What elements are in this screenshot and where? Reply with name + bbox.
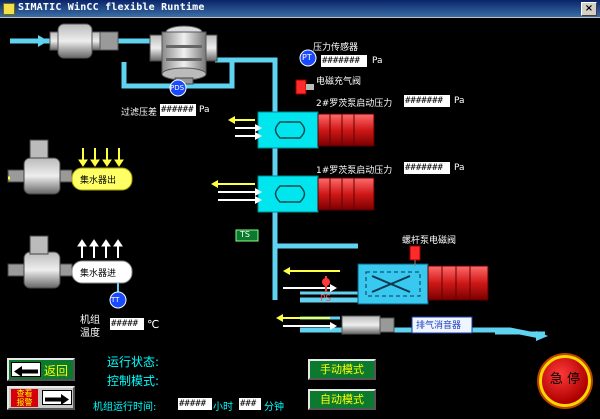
ps-sensor <box>322 276 330 292</box>
pressure-unit: Pa <box>372 56 383 66</box>
alarm-label-1: 查看 <box>16 389 33 398</box>
inlet-pump <box>7 235 73 289</box>
hours-unit: 小时 <box>213 402 233 413</box>
pump1-flow-arrows <box>211 180 262 204</box>
tt-sensor <box>109 291 127 309</box>
runtime-label: 机组运行时间: <box>93 402 157 413</box>
alarm-badge: 查看 报警 <box>11 389 38 407</box>
auto-mode-button[interactable]: 自动模式 <box>308 389 376 410</box>
view-alarm-button[interactable]: 查看 报警 <box>7 386 75 410</box>
roots-pump-1 <box>257 175 375 213</box>
unit-temp-field: ##### <box>110 318 144 330</box>
exhaust-silencer-label: 排气消音器 <box>416 321 462 331</box>
window-title: SIMATIC WinCC flexible Runtime <box>18 2 205 13</box>
outlet-arrow <box>536 331 548 341</box>
pds-sensor <box>169 79 187 97</box>
outlet-pump <box>7 139 73 195</box>
pump2-flow-arrows <box>228 116 262 140</box>
pump2-pressure-label: 2#罗茨泵启动压力 <box>316 99 393 109</box>
outlet-arrows <box>78 148 124 167</box>
runtime-hours-field: ##### <box>178 398 212 410</box>
pds-tag: PDS <box>170 84 185 92</box>
control-mode-label: 控制模式: <box>107 374 160 388</box>
inlet-arrows <box>77 239 123 258</box>
emergency-stop-button[interactable]: 急 停 <box>539 355 591 407</box>
screw-flow-arrows <box>276 267 340 330</box>
exhaust-silencer <box>411 316 473 334</box>
solenoid-air-valve <box>295 79 314 95</box>
pump2-pressure-field: ####### <box>404 95 450 107</box>
inlet-collector-label: 集水器进 <box>80 269 117 279</box>
screw-valve-label: 螺杆泵电磁阀 <box>402 236 457 246</box>
app-icon <box>3 3 15 15</box>
alarm-label-2: 报警 <box>16 398 33 407</box>
roots-pump-2 <box>257 111 375 149</box>
run-state-label: 运行状态: <box>107 355 160 369</box>
outlet-collector-label: 集水器出 <box>80 176 117 186</box>
back-label: 返回 <box>44 364 69 378</box>
pt-tag: PT <box>302 53 312 62</box>
pump1-pressure-label: 1#罗茨泵启动压力 <box>316 166 393 176</box>
back-arrow-icon <box>11 362 41 377</box>
ps-tag: PS <box>320 294 332 304</box>
pump1-pressure-unit: Pa <box>454 163 465 173</box>
top-pipe <box>215 57 278 300</box>
back-button[interactable]: 返回 <box>7 358 75 381</box>
filter-dp-label: 过滤压差 <box>121 108 158 118</box>
pressure-sensor-label: 压力传感器 <box>313 43 359 53</box>
unit-temp-unit: ℃ <box>147 318 160 331</box>
inlet-collector <box>71 260 133 284</box>
manual-mode-button[interactable]: 手动模式 <box>308 359 376 380</box>
ts-tag: TS <box>240 230 250 239</box>
outlet-collector <box>8 167 133 191</box>
minutes-unit: 分钟 <box>264 402 284 413</box>
forward-arrow-icon <box>42 390 72 405</box>
unit-temp-label-2: 温度 <box>80 328 100 339</box>
screw-pump <box>357 245 489 305</box>
filter-dp-unit: Pa <box>199 105 210 115</box>
ts-box <box>235 229 259 242</box>
pump1-pressure-field: ####### <box>404 162 450 174</box>
pt-sensor <box>299 49 317 67</box>
window-titlebar: SIMATIC WinCC flexible Runtime × <box>0 0 600 18</box>
inlet-pump <box>49 23 119 59</box>
filter-dp-field: ###### <box>160 104 196 116</box>
inlet-arrow <box>38 35 48 47</box>
check-valve <box>341 315 395 335</box>
unit-temp-label-1: 机组 <box>80 315 100 326</box>
pressure-value-field: ####### <box>321 55 367 67</box>
filter-tank <box>149 25 218 85</box>
solenoid-air-valve-label: 电磁充气阀 <box>316 77 362 87</box>
pump2-pressure-unit: Pa <box>454 96 465 106</box>
tt-tag: TT <box>111 296 120 304</box>
close-button[interactable]: × <box>581 2 597 16</box>
runtime-minutes-field: ### <box>239 398 261 410</box>
